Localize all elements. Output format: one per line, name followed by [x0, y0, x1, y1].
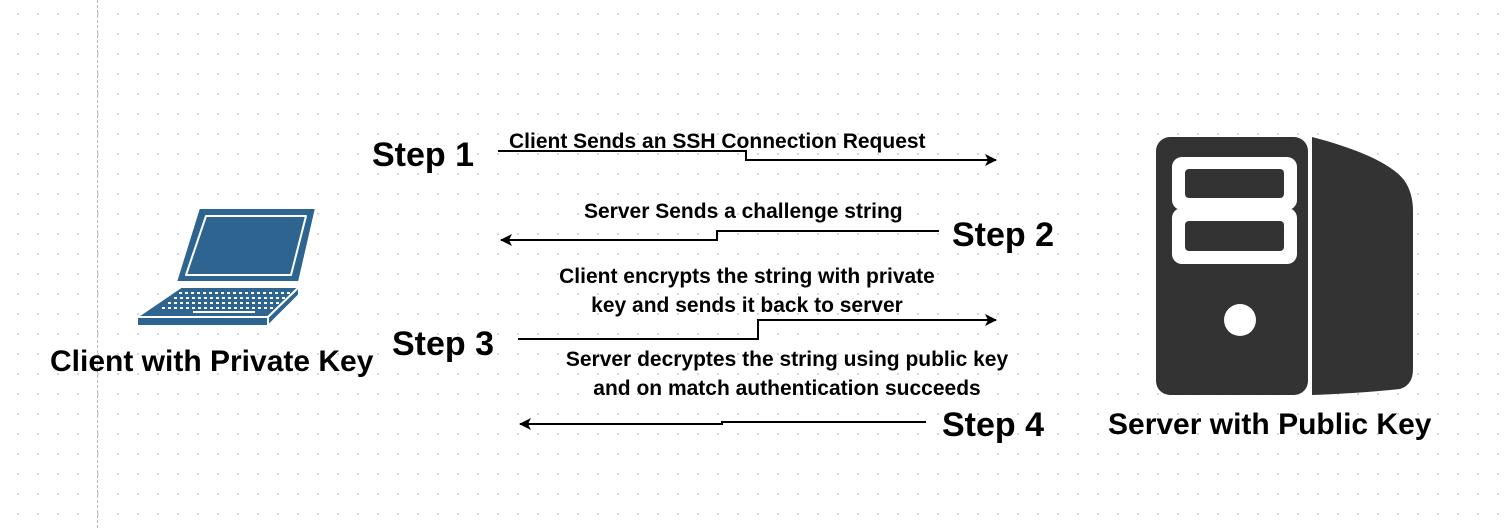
step2-label: Step 2	[952, 216, 1055, 254]
step3-label: Step 3	[392, 325, 495, 363]
step4-label: Step 4	[942, 406, 1045, 444]
step1-message: Client Sends an SSH Connection Request	[509, 130, 926, 153]
step3-message: Client encrypts the string with private …	[531, 262, 963, 320]
server-label: Server with Public Key	[1108, 408, 1432, 441]
laptop-icon	[136, 207, 317, 327]
step4-message-line2: and on match authentication succeeds	[593, 377, 981, 400]
step2-message: Server Sends a challenge string	[584, 200, 903, 223]
server-tower-icon	[1156, 137, 1413, 395]
step4-message: Server decryptes the string using public…	[533, 345, 1041, 403]
step3-message-line1: Client encrypts the string with private	[559, 265, 935, 288]
step1-label: Step 1	[372, 136, 475, 174]
dashed-guide-line	[97, 0, 98, 528]
client-label: Client with Private Key	[50, 345, 374, 378]
step3-arrow	[518, 314, 997, 340]
step2-arrow	[500, 230, 939, 246]
step4-message-line1: Server decryptes the string using public…	[565, 348, 1009, 371]
step1-arrow	[498, 150, 997, 166]
step3-message-line2: key and sends it back to server	[591, 294, 903, 317]
step4-arrow	[519, 418, 926, 430]
